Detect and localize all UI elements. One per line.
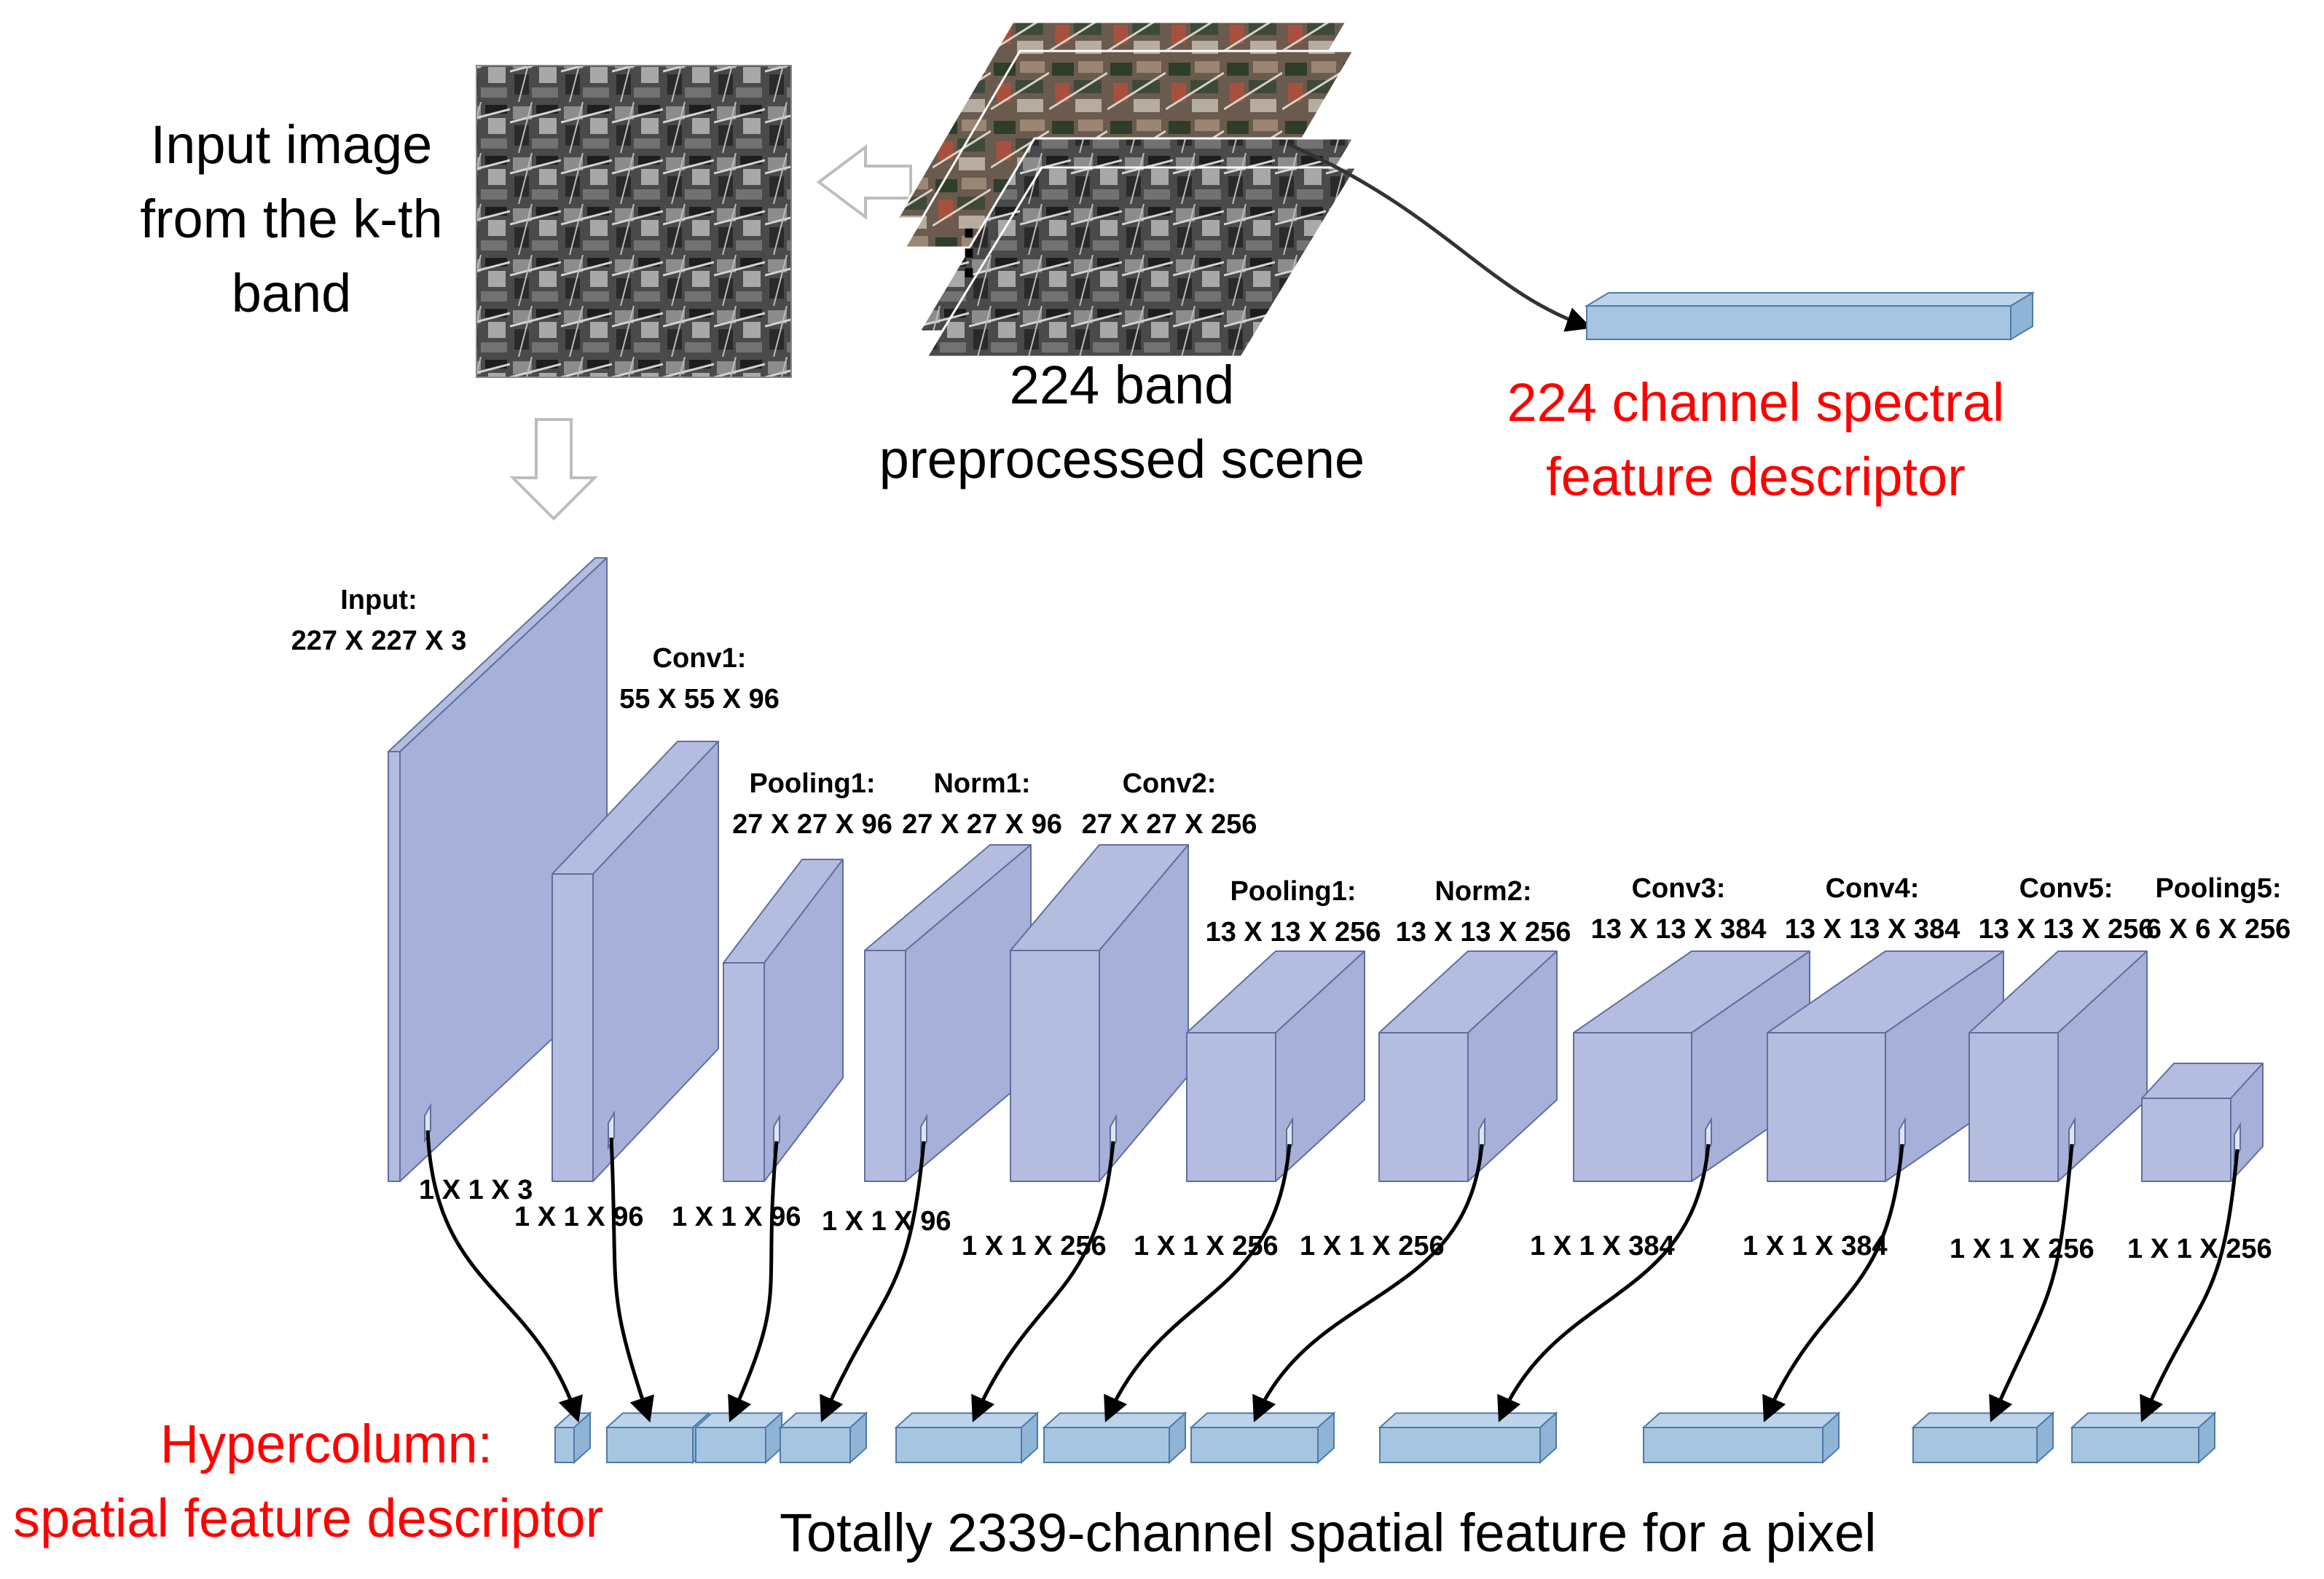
layer-dims: 13 X 13 X 256	[1205, 917, 1381, 948]
hypercolumn-segment	[1189, 1411, 1336, 1465]
hypercolumn-caption-line: spatial feature descriptor	[13, 1488, 604, 1548]
layer-dims: 13 X 13 X 256	[1395, 917, 1571, 948]
layer-name: Pooling5:	[2155, 873, 2282, 904]
layer-name: Pooling1:	[1230, 876, 1357, 907]
layer-label-pooling1b: Pooling1: 13 X 13 X 256	[1177, 871, 1410, 953]
layer-dims: 27 X 27 X 256	[1081, 809, 1257, 840]
layer-label-conv3: Conv3: 13 X 13 X 384	[1562, 868, 1795, 950]
spectral-caption-line: 224 channel spectral	[1507, 372, 2005, 433]
layer-label-conv2: Conv2: 27 X 27 X 256	[1053, 763, 1286, 845]
connection-arrow	[1497, 1143, 1711, 1422]
connection-arrow	[609, 1137, 654, 1423]
pixel-dims-label: 1 X 1 X 384	[1743, 1231, 1888, 1261]
block-pooling5	[2141, 1063, 2264, 1182]
input-image-caption-line: band	[231, 263, 352, 323]
layer-dims: 27 X 27 X 96	[902, 809, 1062, 840]
hypercolumn-caption-line: Hypercolumn:	[160, 1414, 493, 1474]
hypercolumn-segment	[778, 1411, 868, 1465]
connection-arrow	[971, 1141, 1115, 1422]
layer-name: Conv2:	[1122, 768, 1217, 799]
hypercolumn-segment	[894, 1411, 1040, 1465]
connection-arrow	[1104, 1143, 1292, 1422]
pixel-dims-label: 1 X 1 X 96	[514, 1202, 644, 1232]
spectral-caption: 224 channel spectral feature descriptor	[1457, 366, 2054, 514]
scene-caption-line: preprocessed scene	[879, 429, 1365, 489]
layer-name: Norm1:	[933, 768, 1031, 799]
connection-arrow	[2140, 1149, 2239, 1422]
layer-name: Conv5:	[2019, 873, 2113, 904]
spectral-descriptor-bar	[1584, 291, 2036, 341]
connection-arrow	[425, 1130, 583, 1423]
layer-label-norm1: Norm1: 27 X 27 X 96	[865, 763, 1099, 845]
arrow-left-icon	[816, 144, 912, 220]
pixel-dims-label: 1 X 1 X 256	[2127, 1234, 2272, 1264]
hypercolumn-segment	[1641, 1411, 1841, 1465]
block-norm2	[1378, 950, 1558, 1182]
pixel-dims-label: 1 X 1 X 96	[672, 1202, 801, 1232]
arrow-down-icon	[509, 418, 598, 521]
hypercolumn-segment	[1378, 1411, 1558, 1465]
hypercolumn-segment	[2070, 1411, 2217, 1465]
spectral-caption-line: feature descriptor	[1546, 446, 1966, 507]
scene-ellipsis: ⋮	[940, 218, 998, 283]
layer-dims: 6 X 6 X 256	[2146, 914, 2291, 945]
connection-arrow	[728, 1141, 779, 1422]
block-conv5	[1968, 950, 2148, 1182]
scene-caption-line: 224 band	[1009, 355, 1235, 415]
pixel-dims-label: 1 X 1 X 256	[1134, 1231, 1279, 1261]
spectral-arrow	[1287, 142, 1593, 332]
layer-dims: 55 X 55 X 96	[619, 684, 780, 714]
input-image-caption-line: Input image	[150, 114, 433, 175]
layer-label-input: Input: 227 X 227 X 3	[262, 580, 495, 661]
network-layers	[388, 557, 2264, 1182]
connection-arrow	[820, 1141, 926, 1422]
layer-name: Conv1:	[652, 643, 747, 674]
hypercolumn-segment	[694, 1411, 784, 1465]
block-conv1	[551, 741, 719, 1182]
layer-dims: 27 X 27 X 96	[732, 809, 892, 840]
band-stack	[895, 20, 1359, 358]
connection-arrows	[425, 1130, 2239, 1423]
layer-name: Input:	[340, 585, 417, 615]
footer-caption: Totally 2339-channel spatial feature for…	[780, 1503, 1877, 1563]
layer-name: Conv3:	[1631, 873, 1726, 904]
connection-arrow	[1989, 1143, 2074, 1422]
layer-label-pooling5: Pooling5: 6 X 6 X 256	[2127, 868, 2309, 950]
layer-label-pooling1: Pooling1: 27 X 27 X 96	[696, 763, 929, 845]
input-image-caption: Input image from the k-th band	[102, 108, 481, 331]
pixel-dims-label: 1 X 1 X 256	[1300, 1231, 1445, 1261]
hypercolumn-caption: Hypercolumn: spatial feature descriptor	[13, 1407, 654, 1556]
layer-name: Conv4:	[1825, 873, 1920, 904]
pixel-dims-label: 1 X 1 X 256	[962, 1231, 1107, 1261]
layer-dims: 13 X 13 X 384	[1784, 914, 1960, 945]
block-conv2	[1010, 844, 1189, 1182]
block-pooling1b	[1186, 950, 1365, 1182]
layer-dims: 13 X 13 X 384	[1590, 914, 1767, 945]
layer-label-conv4: Conv4: 13 X 13 X 384	[1756, 868, 1989, 950]
pixel-dims-label: 1 X 1 X 384	[1530, 1231, 1675, 1261]
hypercolumn-bars	[553, 1411, 2217, 1465]
layer-label-norm2: Norm2: 13 X 13 X 256	[1367, 871, 1600, 953]
pixel-dims-label: 1 X 1 X 256	[1950, 1234, 2095, 1264]
layer-label-conv5: Conv5: 13 X 13 X 256	[1950, 868, 2183, 950]
hypercolumn-segment	[1911, 1411, 2055, 1465]
layer-name: Pooling1:	[749, 768, 876, 799]
block-conv3	[1573, 950, 1810, 1182]
block-norm1	[864, 844, 1032, 1182]
layer-dims: 13 X 13 X 256	[1978, 914, 2154, 945]
pixel-dims-label: 1 X 1 X 3	[419, 1175, 533, 1205]
connection-arrow	[1252, 1143, 1484, 1422]
hypercolumn-segment	[1042, 1411, 1187, 1465]
block-pooling1	[723, 859, 844, 1182]
layer-dims: 227 X 227 X 3	[291, 626, 467, 656]
connection-arrow	[1762, 1143, 1904, 1422]
layer-name: Norm2:	[1434, 876, 1532, 907]
block-conv4	[1767, 950, 2004, 1182]
input-image-caption-line: from the k-th	[140, 189, 443, 249]
layer-label-conv1: Conv1: 55 X 55 X 96	[583, 638, 816, 720]
scene-caption: 224 band preprocessed scene	[845, 348, 1399, 497]
pixel-dims-label: 1 X 1 X 96	[822, 1206, 951, 1237]
input-band-image	[476, 65, 792, 378]
